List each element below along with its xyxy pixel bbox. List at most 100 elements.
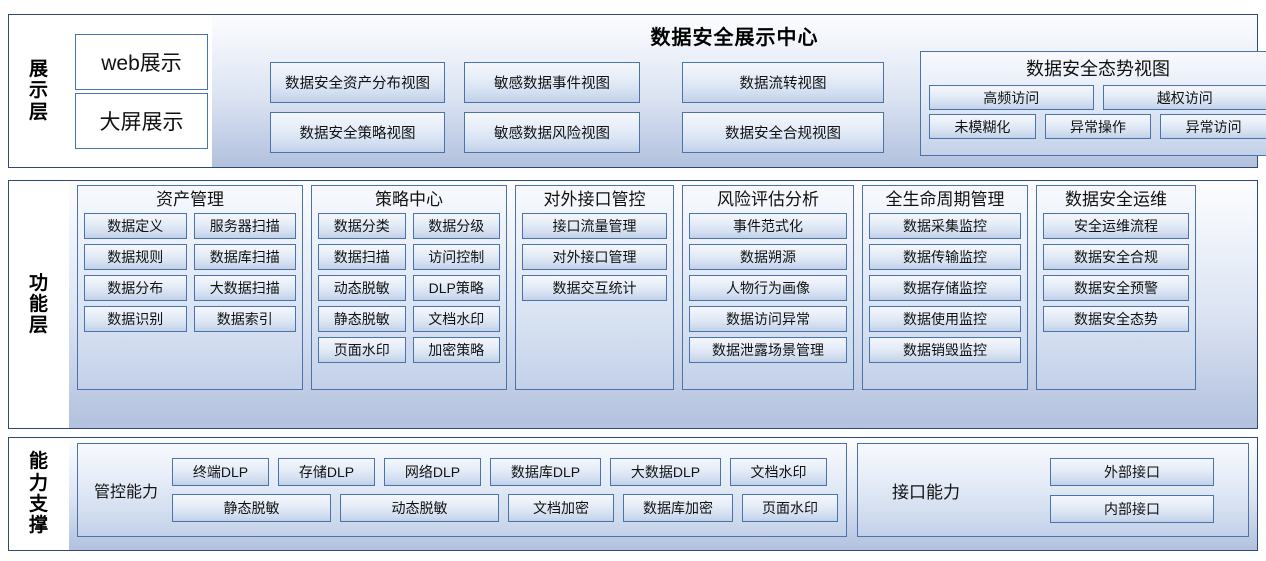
cap-document-encryption[interactable]: 文档加密 [508, 494, 615, 522]
item-security-compliance[interactable]: 数据安全合规 [1043, 244, 1189, 271]
item-person-behavior-profile[interactable]: 人物行为画像 [689, 275, 847, 302]
item-data-index[interactable]: 数据索引 [193, 306, 296, 333]
item-encryption-policy[interactable]: 加密策略 [412, 337, 500, 364]
display-layer-body: web展示 大屏展示 数据安全展示中心 数据安全资产分布视图 数据安全策略视图 … [69, 15, 1266, 167]
caption-char: 层 [28, 101, 49, 123]
item-dlp-policy[interactable]: DLP策略 [412, 275, 500, 302]
item-data-grading[interactable]: 数据分级 [412, 213, 500, 240]
item-document-watermark[interactable]: 文档水印 [412, 306, 500, 333]
cap-external-api[interactable]: 外部接口 [1050, 457, 1214, 486]
caption-char: 撑 [28, 515, 49, 537]
page-title: 数据安全展示中心 [650, 27, 819, 49]
situation-row-2: 未模糊化 异常操作 异常访问 [921, 114, 1266, 139]
item-event-normalization[interactable]: 事件范式化 [689, 213, 847, 240]
control-row-1: 终端DLP 存储DLP 网络DLP 数据库DLP 大数据DLP 文档水印 [172, 458, 838, 486]
panel-column: 服务器扫描 数据库扫描 大数据扫描 数据索引 [193, 213, 296, 383]
panel-column: 数据分类 数据扫描 动态脱敏 静态脱敏 页面水印 [318, 213, 406, 383]
function-layer-caption: 功 能 层 [9, 181, 69, 428]
situation-panel: 数据安全态势视图 高频访问 越权访问 未模糊化 异常操作 异常访问 [920, 51, 1266, 156]
item-data-rule[interactable]: 数据规则 [84, 244, 187, 271]
item-static-masking[interactable]: 静态脱敏 [318, 306, 406, 333]
view-sensitive-risk[interactable]: 敏感数据风险视图 [464, 112, 640, 153]
panel-policy-center: 策略中心 数据分类 数据扫描 动态脱敏 静态脱敏 页面水印 数据分级 访问控制 [311, 185, 507, 390]
cap-database-dlp[interactable]: 数据库DLP [490, 458, 602, 486]
item-data-distribution[interactable]: 数据分布 [84, 275, 187, 302]
cap-static-masking[interactable]: 静态脱敏 [172, 494, 332, 522]
panel-title: 策略中心 [375, 190, 443, 209]
channel-web[interactable]: web展示 [75, 33, 208, 90]
item-destruction-monitoring[interactable]: 数据销毁监控 [869, 337, 1021, 364]
item-data-tracing[interactable]: 数据朔源 [689, 244, 847, 271]
item-data-scan[interactable]: 数据扫描 [318, 244, 406, 271]
panel-control-capability: 管控能力 终端DLP 存储DLP 网络DLP 数据库DLP 大数据DLP 文档水… [77, 443, 848, 537]
item-security-situation[interactable]: 数据安全态势 [1043, 306, 1189, 333]
situation-abnormal-operation[interactable]: 异常操作 [1044, 114, 1152, 139]
item-access-control[interactable]: 访问控制 [412, 244, 500, 271]
panel-title: 对外接口管控 [543, 190, 646, 209]
situation-panel-title: 数据安全态势视图 [1026, 59, 1170, 79]
view-sensitive-event[interactable]: 敏感数据事件视图 [464, 62, 640, 103]
panel-column: 接口流量管理 对外接口管理 数据交互统计 [522, 213, 667, 383]
support-layer-caption: 能 力 支 撑 [9, 438, 69, 550]
panel-title: 资产管理 [156, 190, 224, 209]
panel-column: 数据采集监控 数据传输监控 数据存储监控 数据使用监控 数据销毁监控 [869, 213, 1021, 383]
panel-title: 数据安全运维 [1065, 190, 1167, 209]
item-external-api-management[interactable]: 对外接口管理 [522, 244, 667, 271]
channel-bigscreen[interactable]: 大屏展示 [75, 92, 208, 149]
panel-column: 事件范式化 数据朔源 人物行为画像 数据访问异常 数据泄露场景管理 [689, 213, 847, 383]
function-layer-body: 资产管理 数据定义 数据规则 数据分布 数据识别 服务器扫描 数据库扫描 大数据… [69, 181, 1257, 428]
item-data-identification[interactable]: 数据识别 [84, 306, 187, 333]
item-server-scan[interactable]: 服务器扫描 [193, 213, 296, 240]
item-data-interaction-stats[interactable]: 数据交互统计 [522, 275, 667, 302]
caption-char: 层 [28, 315, 49, 337]
item-usage-monitoring[interactable]: 数据使用监控 [869, 306, 1021, 333]
situation-abnormal-access[interactable]: 异常访问 [1160, 114, 1266, 139]
item-transmission-monitoring[interactable]: 数据传输监控 [869, 244, 1021, 271]
panel-column: 安全运维流程 数据安全合规 数据安全预警 数据安全态势 [1043, 213, 1189, 383]
panel-api-capability: 接口能力 外部接口 内部接口 [857, 443, 1249, 537]
view-compliance[interactable]: 数据安全合规视图 [682, 112, 884, 153]
capability-support-layer: 能 力 支 撑 管控能力 终端DLP 存储DLP 网络DLP 数据库DLP [8, 437, 1258, 551]
cap-internal-api[interactable]: 内部接口 [1050, 494, 1214, 523]
caption-char: 示 [28, 80, 49, 102]
item-bigdata-scan[interactable]: 大数据扫描 [193, 275, 296, 302]
panel-risk-assessment: 风险评估分析 事件范式化 数据朔源 人物行为画像 数据访问异常 数据泄露场景管理 [682, 185, 854, 390]
panel-title: 风险评估分析 [717, 190, 819, 209]
cap-bigdata-dlp[interactable]: 大数据DLP [610, 458, 722, 486]
item-ops-process[interactable]: 安全运维流程 [1043, 213, 1189, 240]
panel-security-operations: 数据安全运维 安全运维流程 数据安全合规 数据安全预警 数据安全态势 [1036, 185, 1196, 390]
item-api-traffic-management[interactable]: 接口流量管理 [522, 213, 667, 240]
item-data-definition[interactable]: 数据定义 [84, 213, 187, 240]
cap-storage-dlp[interactable]: 存储DLP [278, 458, 376, 486]
situation-privilege-escalation[interactable]: 越权访问 [1102, 85, 1266, 110]
situation-high-frequency-access[interactable]: 高频访问 [929, 85, 1094, 110]
view-asset-distribution[interactable]: 数据安全资产分布视图 [270, 62, 445, 103]
item-data-classification[interactable]: 数据分类 [318, 213, 406, 240]
item-abnormal-data-access[interactable]: 数据访问异常 [689, 306, 847, 333]
display-layer-caption: 展 示 层 [9, 15, 69, 167]
cap-network-dlp[interactable]: 网络DLP [384, 458, 482, 486]
api-capability-label: 接口能力 [892, 482, 961, 502]
item-dynamic-masking[interactable]: 动态脱敏 [318, 275, 406, 302]
panel-lifecycle-management: 全生命周期管理 数据采集监控 数据传输监控 数据存储监控 数据使用监控 数据销毁… [862, 185, 1028, 390]
function-panels: 资产管理 数据定义 数据规则 数据分布 数据识别 服务器扫描 数据库扫描 大数据… [77, 185, 1249, 423]
panel-asset-management: 资产管理 数据定义 数据规则 数据分布 数据识别 服务器扫描 数据库扫描 大数据… [77, 185, 303, 390]
item-page-watermark[interactable]: 页面水印 [318, 337, 406, 364]
cap-database-encryption[interactable]: 数据库加密 [623, 494, 734, 522]
item-security-alert[interactable]: 数据安全预警 [1043, 275, 1189, 302]
display-channels: web展示 大屏展示 [69, 15, 212, 167]
item-storage-monitoring[interactable]: 数据存储监控 [869, 275, 1021, 302]
item-database-scan[interactable]: 数据库扫描 [193, 244, 296, 271]
cap-endpoint-dlp[interactable]: 终端DLP [172, 458, 270, 486]
cap-document-watermark[interactable]: 文档水印 [730, 458, 828, 486]
situation-row-1: 高频访问 越权访问 [921, 85, 1266, 110]
panel-title: 全生命周期管理 [885, 190, 1005, 209]
item-collection-monitoring[interactable]: 数据采集监控 [869, 213, 1021, 240]
support-panels: 管控能力 终端DLP 存储DLP 网络DLP 数据库DLP 大数据DLP 文档水… [77, 443, 1249, 537]
situation-unmasked[interactable]: 未模糊化 [929, 114, 1036, 139]
item-leak-scenario-management[interactable]: 数据泄露场景管理 [689, 337, 847, 364]
view-security-policy[interactable]: 数据安全策略视图 [270, 112, 445, 153]
view-data-flow[interactable]: 数据流转视图 [682, 62, 884, 103]
cap-dynamic-masking[interactable]: 动态脱敏 [340, 494, 500, 522]
cap-page-watermark[interactable]: 页面水印 [742, 494, 839, 522]
